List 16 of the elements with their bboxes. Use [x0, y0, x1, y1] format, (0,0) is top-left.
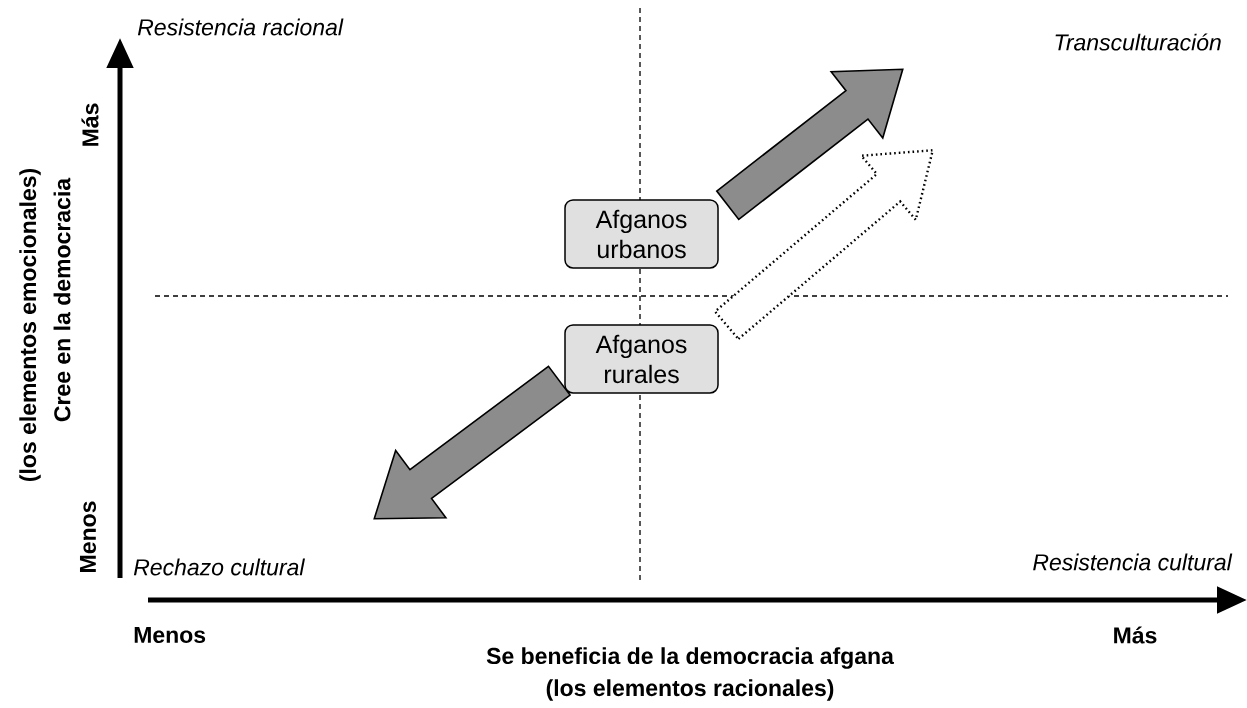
axis-label: Resistencia cultural — [1033, 553, 1233, 571]
axis-label: (los elementos racionales) — [546, 679, 834, 701]
block-arrow — [715, 68, 904, 221]
axis-label: Resistencia racional — [137, 18, 344, 36]
axis-label: Más — [81, 103, 99, 146]
axis-label: Menos — [134, 626, 206, 643]
axis-label: (los elementos emocionales) — [19, 168, 41, 482]
axis-label: Más — [1114, 626, 1157, 644]
axis-label: Menos — [80, 501, 97, 572]
group-box: Afganos rurales — [564, 324, 719, 394]
axis-label: Rechazo cultural — [133, 558, 305, 576]
block-arrow — [713, 148, 935, 341]
axis-label: Transculturación — [1055, 33, 1221, 51]
axis-label: Se beneficia de la democracia afgana — [486, 647, 895, 669]
group-box: Afganos urbanos — [564, 199, 719, 269]
axis-label: Cree en la democracia — [53, 177, 71, 422]
